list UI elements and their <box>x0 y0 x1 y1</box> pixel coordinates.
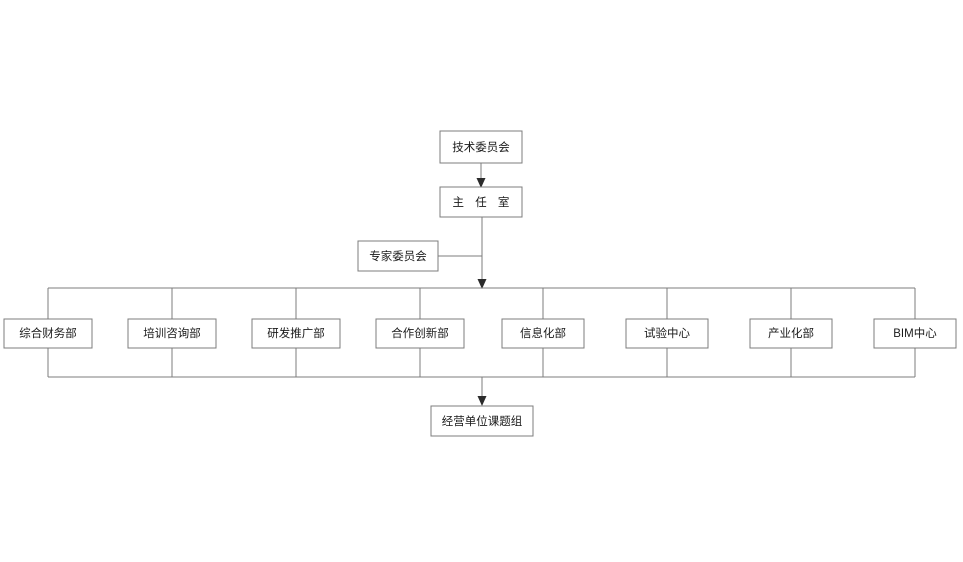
node-dept-informatization[interactable]: 信息化部 <box>501 318 585 349</box>
box-dept-industrialization[interactable] <box>749 318 833 349</box>
node-dept-training[interactable]: 培训咨询部 <box>127 318 217 349</box>
arrowhead-director <box>476 178 486 188</box>
node-tech-committee[interactable]: 技术委员会 <box>439 130 523 164</box>
box-project-team[interactable] <box>430 405 534 437</box>
box-director-office[interactable] <box>439 186 523 218</box>
arrowhead-project-team <box>477 396 487 406</box>
label-dept-industrialization: 产业化部 <box>768 326 814 340</box>
label-dept-training: 培训咨询部 <box>143 326 201 340</box>
label-expert-committee: 专家委员会 <box>369 249 427 263</box>
label-dept-finance: 综合财务部 <box>19 326 77 340</box>
label-tech-committee: 技术委员会 <box>452 141 510 154</box>
node-dept-finance[interactable]: 综合财务部 <box>3 318 93 349</box>
node-dept-industrialization[interactable]: 产业化部 <box>749 318 833 349</box>
box-dept-training[interactable] <box>127 318 217 349</box>
node-dept-rd[interactable]: 研发推广部 <box>251 318 341 349</box>
label-dept-informatization: 信息化部 <box>520 326 566 340</box>
label-director-office: 主 任 室 <box>453 195 514 209</box>
node-director-office[interactable]: 主 任 室 <box>439 186 523 218</box>
node-layer: 技术委员会 主 任 室 专家委员会 综合财务部 培训咨询部 研发推广部 <box>3 130 957 437</box>
label-center-bim: BIM中心 <box>893 327 937 340</box>
box-dept-rd[interactable] <box>251 318 341 349</box>
box-center-bim[interactable] <box>873 318 957 349</box>
node-project-team[interactable]: 经营单位课题组 <box>430 405 534 437</box>
node-center-testing[interactable]: 试验中心 <box>625 318 709 349</box>
box-tech-committee[interactable] <box>439 130 523 164</box>
node-expert-committee[interactable]: 专家委员会 <box>357 240 439 272</box>
box-dept-finance[interactable] <box>3 318 93 349</box>
label-dept-innovation: 合作创新部 <box>391 326 449 340</box>
box-center-testing[interactable] <box>625 318 709 349</box>
box-expert-committee[interactable] <box>357 240 439 272</box>
label-dept-rd: 研发推广部 <box>267 326 325 340</box>
node-dept-innovation[interactable]: 合作创新部 <box>375 318 465 349</box>
arrowhead-top-bus <box>477 279 487 289</box>
connector-layer <box>47 162 916 406</box>
box-dept-informatization[interactable] <box>501 318 585 349</box>
box-dept-innovation[interactable] <box>375 318 465 349</box>
label-project-team: 经营单位课题组 <box>442 414 523 428</box>
node-center-bim[interactable]: BIM中心 <box>873 318 957 349</box>
label-center-testing: 试验中心 <box>644 326 690 340</box>
